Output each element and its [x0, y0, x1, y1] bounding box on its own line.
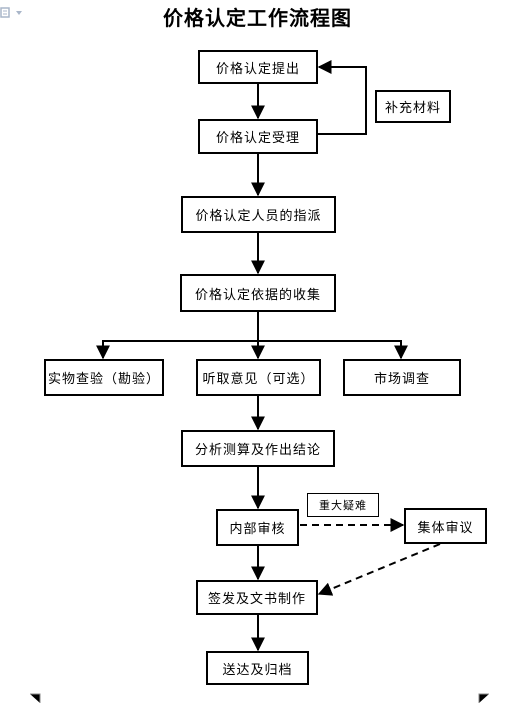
document-widget-icon[interactable]: [0, 4, 30, 22]
node-proposal: 价格认定提出: [198, 50, 318, 84]
node-survey: 市场调查: [343, 359, 461, 396]
margin-mark-left: [30, 693, 41, 703]
node-internal-review: 内部审核: [216, 509, 299, 546]
page-title: 价格认定工作流程图: [163, 6, 352, 30]
node-assign: 价格认定人员的指派: [181, 196, 336, 233]
node-archive: 送达及归档: [206, 651, 309, 685]
node-collect: 价格认定依据的收集: [180, 274, 336, 312]
arrow-collective-issue: [317, 543, 441, 596]
node-major-issue: 重大疑难: [307, 493, 379, 517]
node-acceptance: 价格认定受理: [198, 119, 318, 154]
node-analysis: 分析测算及作出结论: [181, 430, 335, 467]
arrow-feedback-loop: [317, 60, 367, 135]
node-inspection: 实物查验（勘验）: [44, 359, 164, 396]
node-supplement: 补充材料: [375, 90, 451, 123]
node-issue: 签发及文书制作: [196, 580, 318, 615]
node-collective-review: 集体审议: [404, 508, 487, 544]
margin-mark-right: [478, 693, 489, 703]
node-opinion: 听取意见（可选）: [196, 359, 321, 396]
